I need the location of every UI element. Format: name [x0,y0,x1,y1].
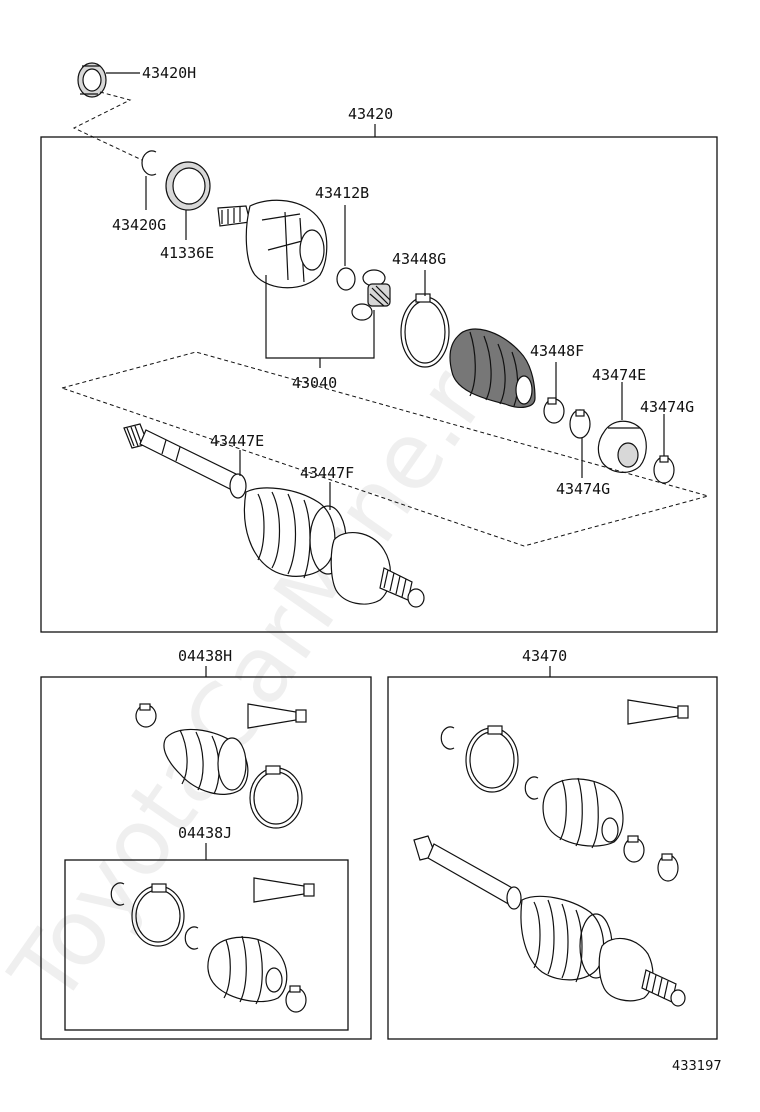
label-43420h[interactable]: 43420H [142,64,196,82]
label-04438h[interactable]: 04438H [178,647,232,665]
kit-43470-parts [413,699,689,1007]
label-43420[interactable]: 43420 [348,105,393,123]
label-43448f[interactable]: 43448F [530,342,584,360]
kit-04438j-parts [110,877,315,1013]
snap-ring-43412b [336,267,356,291]
label-43420g[interactable]: 43420G [112,216,166,234]
label-41336e[interactable]: 41336E [160,244,214,262]
axle-shaft-assembly [123,423,425,608]
diagram-number: 433197 [672,1059,722,1074]
label-43470[interactable]: 43470 [522,647,567,665]
snap-ring-43420g [141,150,157,176]
tripod-spider [351,269,391,321]
assembly-box-43420 [40,136,718,633]
bearing-43420h [77,62,107,98]
boot-outboard [449,328,536,408]
clamp-43448f [543,397,565,424]
clamp-43448g [400,293,450,368]
label-43040[interactable]: 43040 [292,374,337,392]
watermark: ToyotaCarMine.ru [0,303,539,1024]
label-43474g-lower[interactable]: 43474G [556,480,610,498]
label-43448g[interactable]: 43448G [392,250,446,268]
kit-04438h-parts [135,703,307,829]
label-43474g-right[interactable]: 43474G [640,398,694,416]
label-43474e[interactable]: 43474E [592,366,646,384]
shaft-group-outline [60,351,710,547]
label-43412b[interactable]: 43412B [315,184,369,202]
label-04438j[interactable]: 04438J [178,824,232,842]
kit-box-43470 [387,676,718,1040]
seal-41336e [165,161,211,211]
label-43447e[interactable]: 43447E [210,432,264,450]
label-43447f[interactable]: 43447F [300,464,354,482]
clamp-43474g-b [653,455,675,484]
joint-housing-43040 [217,199,328,289]
boot-43474e [597,420,647,473]
clamp-43474g-a [569,409,591,439]
